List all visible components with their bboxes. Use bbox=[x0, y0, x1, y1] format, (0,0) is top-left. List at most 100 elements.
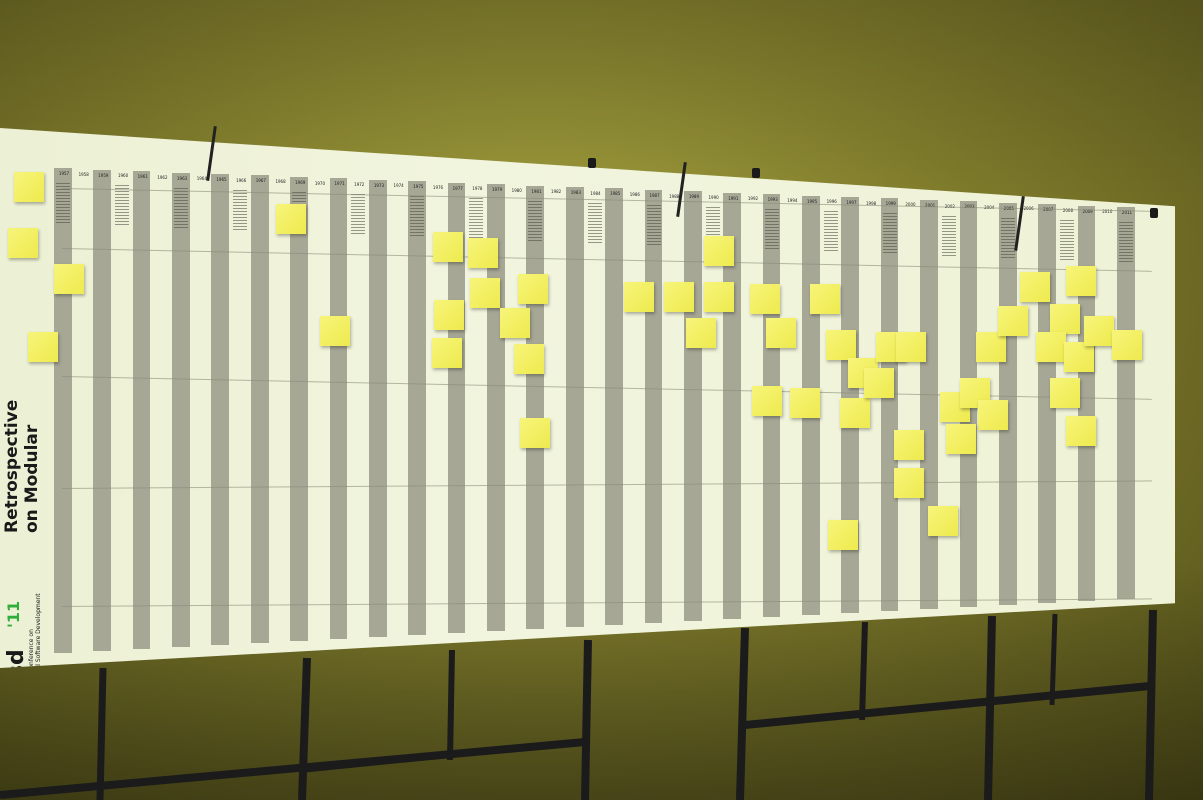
sticky-note bbox=[686, 318, 716, 348]
year-column bbox=[526, 185, 545, 629]
year-label: 1985 bbox=[610, 191, 621, 197]
sticky-note bbox=[1020, 272, 1050, 302]
year-label: 1962 bbox=[157, 174, 168, 180]
year-label: 1973 bbox=[373, 182, 385, 188]
event-text bbox=[1119, 222, 1133, 263]
sticky-note bbox=[894, 430, 924, 460]
year-column bbox=[368, 179, 387, 637]
year-label: 2011 bbox=[1121, 210, 1133, 216]
event-text bbox=[587, 202, 602, 243]
year-label: 1976 bbox=[432, 184, 444, 190]
year-label: 1982 bbox=[551, 189, 562, 195]
sticky-note bbox=[704, 282, 734, 312]
event-text bbox=[469, 198, 484, 239]
year-label: 1983 bbox=[570, 189, 581, 195]
sticky-note bbox=[624, 282, 654, 312]
sticky-note bbox=[28, 332, 58, 362]
banner-hook bbox=[1150, 208, 1158, 218]
year-label: 2007 bbox=[1043, 207, 1054, 213]
year-label: 1970 bbox=[314, 180, 325, 186]
year-label: 1965 bbox=[216, 177, 227, 182]
event-text bbox=[646, 204, 661, 245]
year-column bbox=[447, 182, 466, 633]
event-text bbox=[115, 185, 130, 226]
year-label: 1960 bbox=[117, 173, 129, 179]
year-column bbox=[880, 198, 899, 611]
year-label: 1978 bbox=[472, 186, 483, 192]
sticky-note bbox=[896, 332, 926, 362]
year-label: 1999 bbox=[885, 201, 896, 207]
sticky-note bbox=[1084, 316, 1114, 346]
event-text bbox=[233, 189, 248, 230]
year-label: 1987 bbox=[649, 192, 660, 198]
sticky-note bbox=[518, 274, 548, 304]
year-column bbox=[93, 169, 112, 651]
year-label: 1989 bbox=[688, 194, 700, 200]
year-column bbox=[172, 172, 190, 647]
year-label: 1959 bbox=[98, 172, 109, 178]
year-label: 1964 bbox=[196, 176, 207, 182]
year-label: 2008 bbox=[1062, 207, 1074, 213]
sticky-note bbox=[500, 308, 530, 338]
year-label: 1993 bbox=[767, 197, 778, 203]
event-text bbox=[410, 196, 425, 237]
event-text bbox=[823, 211, 838, 252]
sticky-note bbox=[514, 344, 544, 374]
title-line-1: Retrospective bbox=[2, 399, 22, 533]
sticky-note bbox=[520, 418, 550, 448]
sticky-note bbox=[470, 278, 500, 308]
year-column bbox=[132, 171, 151, 649]
year-column bbox=[683, 191, 702, 621]
event-text bbox=[174, 187, 189, 228]
sticky-note bbox=[840, 398, 870, 428]
year-label: 1971 bbox=[334, 181, 345, 187]
sticky-note bbox=[978, 400, 1008, 430]
sticky-note bbox=[766, 318, 796, 348]
sticky-note bbox=[1050, 378, 1080, 408]
year-column bbox=[920, 199, 938, 609]
year-label: 1967 bbox=[255, 178, 266, 184]
sticky-note bbox=[946, 424, 976, 454]
sticky-note bbox=[1066, 266, 1096, 296]
year-label: 1980 bbox=[511, 187, 522, 193]
sticky-note bbox=[433, 232, 463, 262]
year-label: 1961 bbox=[137, 174, 148, 180]
year-column bbox=[54, 168, 72, 653]
year-label: 1984 bbox=[590, 190, 601, 196]
year-label: 1958 bbox=[78, 171, 89, 177]
year-column bbox=[644, 189, 663, 623]
event-text bbox=[56, 183, 70, 224]
year-label: 1994 bbox=[787, 197, 798, 203]
year-label: 1972 bbox=[354, 182, 365, 188]
year-label: 1988 bbox=[669, 193, 680, 199]
sticky-note bbox=[1066, 416, 1096, 446]
year-column bbox=[250, 175, 269, 643]
event-text bbox=[882, 213, 897, 254]
year-label: 1981 bbox=[531, 188, 542, 194]
year-label: 1968 bbox=[275, 179, 286, 185]
logo-year: '11 bbox=[4, 600, 23, 628]
year-label: 1992 bbox=[747, 196, 759, 202]
sticky-note bbox=[432, 338, 462, 368]
year-column bbox=[1117, 207, 1135, 599]
banner-hook bbox=[752, 168, 760, 178]
event-text bbox=[941, 215, 956, 256]
year-label: 1977 bbox=[452, 185, 463, 191]
year-label: 1991 bbox=[728, 195, 739, 201]
sticky-note bbox=[8, 228, 38, 258]
year-label: 2000 bbox=[905, 202, 916, 208]
sticky-note bbox=[752, 386, 782, 416]
sticky-note bbox=[828, 520, 858, 550]
year-column bbox=[1077, 205, 1096, 601]
year-column bbox=[408, 181, 427, 635]
event-text bbox=[764, 209, 779, 250]
event-text bbox=[1059, 219, 1074, 260]
year-label: 1969 bbox=[295, 179, 306, 185]
year-label: 1998 bbox=[865, 200, 877, 206]
sticky-note bbox=[894, 468, 924, 498]
year-column bbox=[1038, 204, 1056, 603]
sticky-note bbox=[1112, 330, 1142, 360]
sticky-note bbox=[928, 506, 958, 536]
year-label: 1974 bbox=[393, 183, 404, 189]
